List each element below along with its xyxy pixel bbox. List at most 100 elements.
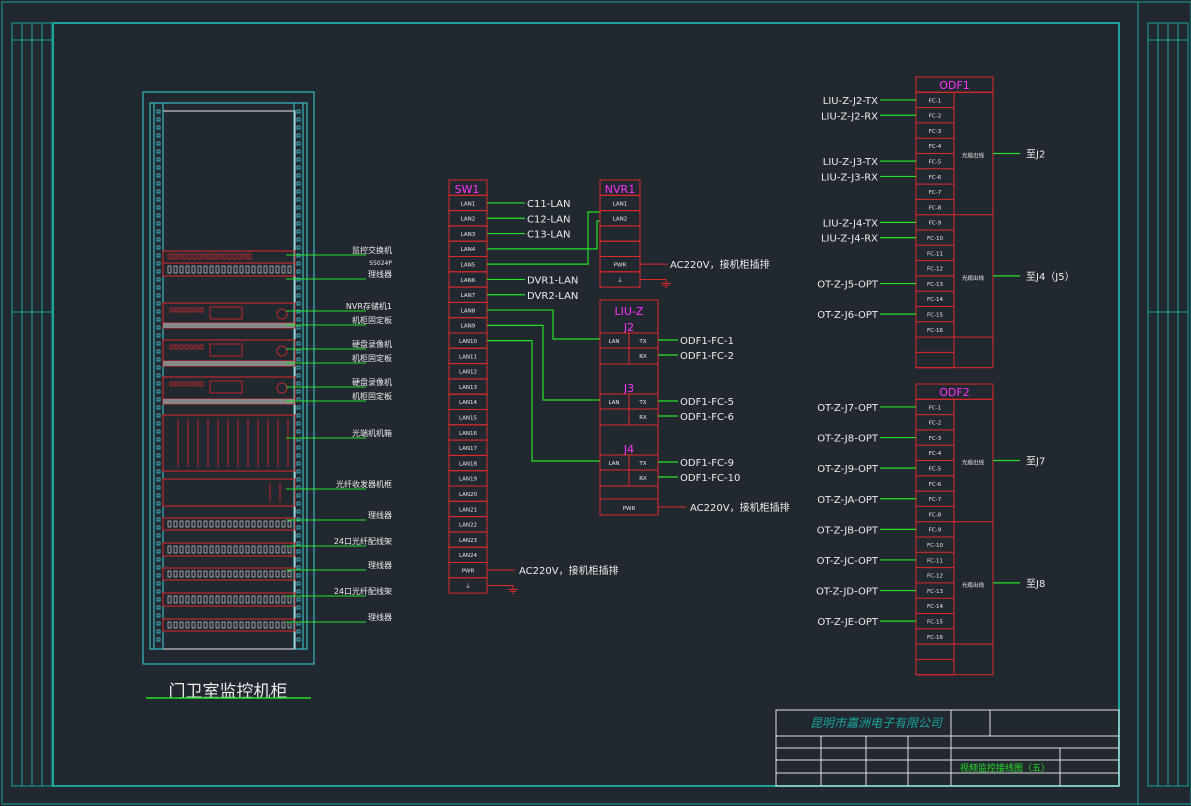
port-icon bbox=[203, 265, 208, 274]
port-icon bbox=[247, 253, 252, 260]
sw1-port-label: ⏚ bbox=[465, 583, 471, 590]
port-icon bbox=[239, 621, 244, 629]
rail-hole bbox=[156, 309, 161, 314]
port-icon bbox=[251, 621, 256, 629]
odf2-in-label: OT-Z-JE-OPT bbox=[817, 617, 879, 628]
sw1-port-label: PWR bbox=[462, 569, 475, 575]
port-icon bbox=[197, 545, 202, 554]
liu-group-title: J3 bbox=[623, 382, 634, 395]
rail-hole bbox=[296, 349, 301, 354]
rail-hole bbox=[156, 221, 161, 226]
rail-hole bbox=[296, 629, 301, 634]
port-icon bbox=[202, 253, 207, 260]
port-icon bbox=[191, 570, 196, 578]
odf2-port-label: FC-11 bbox=[927, 558, 943, 564]
rail-hole bbox=[156, 477, 161, 482]
rail-hole bbox=[156, 317, 161, 322]
odf1-port-label: FC-12 bbox=[927, 267, 943, 273]
sw1-connection-label: DVR2-LAN bbox=[527, 291, 578, 302]
cabinet-unit-dvr bbox=[162, 376, 296, 400]
liu-out-label: ODF1-FC-10 bbox=[680, 473, 740, 484]
port-icon bbox=[275, 545, 280, 554]
cabinet-unit-patch bbox=[162, 517, 296, 531]
rail-hole bbox=[296, 109, 301, 114]
port-icon bbox=[257, 595, 262, 604]
port-icon bbox=[269, 595, 274, 604]
rail-hole bbox=[296, 541, 301, 546]
port-icon bbox=[203, 595, 208, 604]
cabinet-unit-label: 24口光纤配线架 bbox=[334, 536, 392, 546]
port-icon bbox=[269, 570, 274, 578]
odf1-port-label: FC-9 bbox=[929, 221, 942, 227]
rail-hole bbox=[156, 581, 161, 586]
rail-hole bbox=[296, 429, 301, 434]
rail-hole bbox=[156, 445, 161, 450]
liu-out-label: ODF1-FC-1 bbox=[680, 336, 734, 347]
port-icon bbox=[185, 570, 190, 578]
company-name: 昆明市嘉洲电子有限公司 bbox=[810, 716, 943, 730]
liu-outline bbox=[599, 299, 659, 516]
rail-hole bbox=[156, 469, 161, 474]
nvr1-port-label: PWR bbox=[614, 263, 627, 269]
port-icon bbox=[197, 595, 202, 604]
rail-hole bbox=[156, 573, 161, 578]
rail-hole bbox=[156, 541, 161, 546]
port-icon bbox=[281, 265, 286, 274]
rail-hole bbox=[296, 133, 301, 138]
port-icon bbox=[203, 545, 208, 554]
odf1-port-label: FC-13 bbox=[927, 282, 943, 288]
sw1-port-label: LAN12 bbox=[459, 370, 477, 376]
rail-hole bbox=[156, 141, 161, 146]
rail-hole bbox=[296, 549, 301, 554]
liu-group-title: J4 bbox=[623, 443, 634, 456]
rail-hole bbox=[296, 149, 301, 154]
rail-hole bbox=[156, 405, 161, 410]
sw1-to-liu-wire bbox=[487, 324, 600, 401]
rail-hole bbox=[156, 589, 161, 594]
rail-hole bbox=[156, 453, 161, 458]
liu-out-label: ODF1-FC-6 bbox=[680, 412, 734, 423]
port-icon bbox=[281, 545, 286, 554]
rail-hole bbox=[156, 533, 161, 538]
odf1-out-label: 至J4（J5） bbox=[1026, 271, 1075, 283]
rail-hole bbox=[296, 197, 301, 202]
port-icon bbox=[269, 265, 274, 274]
rail-hole bbox=[296, 445, 301, 450]
port-icon bbox=[215, 265, 220, 274]
port-icon bbox=[197, 265, 202, 274]
port-icon bbox=[263, 595, 268, 604]
odf1-port-label: FC-11 bbox=[927, 251, 943, 257]
cabinet-unit-odfp bbox=[162, 592, 296, 607]
port-icon bbox=[233, 621, 238, 629]
sw1-port-label: LAN8 bbox=[461, 308, 476, 314]
rail-hole bbox=[156, 341, 161, 346]
liu-lan-label: LAN bbox=[608, 400, 619, 406]
nvr1-port bbox=[599, 225, 641, 242]
odf2-port-label: FC-9 bbox=[929, 528, 942, 534]
rail-hole bbox=[296, 581, 301, 586]
cabinet-unit-label: 机柜固定板 bbox=[352, 353, 392, 363]
odf1-out-label: 至J2 bbox=[1026, 149, 1045, 161]
port-icon bbox=[173, 265, 178, 274]
rail-hole bbox=[296, 285, 301, 290]
rail-hole bbox=[296, 125, 301, 130]
rail-hole bbox=[156, 245, 161, 250]
port-icon bbox=[227, 621, 232, 629]
rail-hole bbox=[156, 429, 161, 434]
led-icon bbox=[169, 307, 174, 313]
port-icon bbox=[179, 545, 184, 554]
rail-hole bbox=[156, 389, 161, 394]
port-icon bbox=[239, 570, 244, 578]
port-icon bbox=[222, 253, 227, 260]
port-icon bbox=[263, 621, 268, 629]
port-icon bbox=[233, 265, 238, 274]
port-icon bbox=[227, 265, 232, 274]
cabinet-unit-odfp bbox=[162, 542, 296, 557]
port-icon bbox=[232, 253, 237, 260]
port-icon bbox=[209, 621, 214, 629]
rail-hole bbox=[296, 229, 301, 234]
sw1-port-label: LAN17 bbox=[459, 446, 478, 452]
port-icon bbox=[215, 545, 220, 554]
port-icon bbox=[185, 545, 190, 554]
